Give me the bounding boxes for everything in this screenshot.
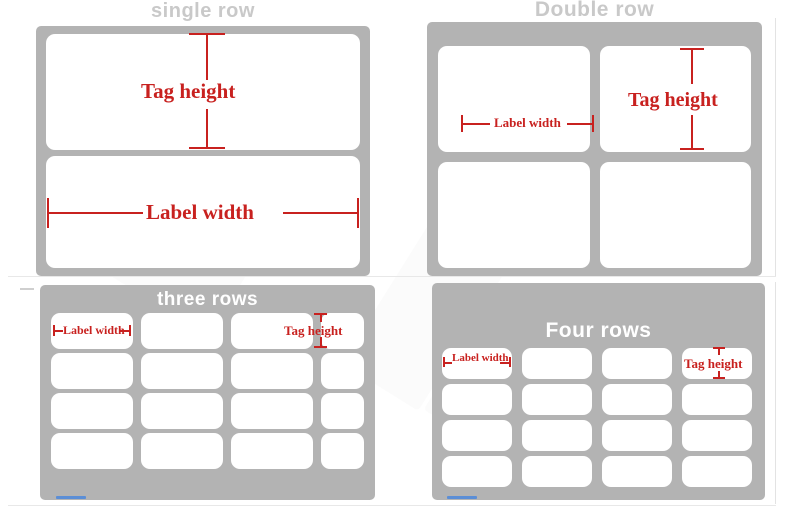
label-cell[interactable]	[682, 456, 752, 487]
tag-height-label: Tag height	[628, 89, 718, 111]
tag-height-lower-line	[206, 109, 208, 148]
label-cell[interactable]	[442, 384, 512, 415]
panel-title-three-rows: three rows	[156, 289, 259, 310]
label-width-right-cap	[357, 198, 359, 228]
label-width-left-line	[54, 330, 63, 332]
tag-height-upper-line	[206, 35, 208, 80]
label-cell[interactable]	[438, 162, 590, 268]
panel-four-rows: Four rows Label width Tag height	[432, 283, 765, 500]
tag-height-upper-line	[320, 313, 322, 322]
tag-height-label: Tag height	[684, 356, 743, 371]
label-cell[interactable]	[51, 433, 133, 469]
label-cell[interactable]	[600, 46, 751, 152]
label-cell[interactable]	[141, 353, 223, 389]
label-width-right-line	[500, 362, 510, 364]
label-width-right-cap	[509, 357, 511, 367]
page-edge-line	[775, 282, 776, 504]
label-cell[interactable]	[141, 433, 223, 469]
tag-height-upper-line	[718, 347, 720, 355]
label-cell[interactable]	[682, 348, 752, 379]
label-cell[interactable]	[442, 348, 512, 379]
label-cell[interactable]	[522, 420, 592, 451]
page-edge-line	[775, 18, 776, 276]
label-cell[interactable]	[141, 313, 223, 349]
label-cell[interactable]	[682, 420, 752, 451]
label-cell[interactable]	[442, 456, 512, 487]
label-cell[interactable]	[602, 456, 672, 487]
label-width-right-line	[283, 212, 358, 214]
label-width-left-line	[444, 362, 452, 364]
label-width-label: Label width	[452, 352, 509, 364]
label-cell[interactable]	[231, 433, 313, 469]
label-width-label: Label width	[494, 115, 561, 130]
label-cell[interactable]	[231, 393, 313, 429]
label-cell[interactable]	[231, 353, 313, 389]
label-cell[interactable]	[682, 384, 752, 415]
tag-height-lower-line	[320, 337, 322, 346]
label-cell[interactable]	[51, 393, 133, 429]
progress-indicator	[56, 496, 86, 499]
panel-double-row: Label width Tag height	[427, 22, 762, 276]
label-cell[interactable]	[602, 420, 672, 451]
label-width-label: Label width	[146, 200, 254, 224]
progress-indicator	[447, 496, 477, 499]
tag-height-bottom-cap	[680, 148, 704, 150]
label-width-left-line	[48, 212, 143, 214]
tag-height-bottom-cap	[189, 147, 225, 149]
tag-height-top-cap	[189, 33, 225, 35]
label-cell[interactable]	[602, 384, 672, 415]
panel-single-row: Tag height Label width	[36, 26, 370, 276]
label-cell[interactable]	[51, 353, 133, 389]
panel-three-rows: three rows Label width Tag height	[40, 285, 375, 500]
label-cell[interactable]	[231, 313, 313, 349]
label-cell[interactable]	[522, 456, 592, 487]
label-cell[interactable]	[321, 353, 364, 389]
label-cell[interactable]	[141, 393, 223, 429]
tag-height-lower-line	[691, 115, 693, 149]
label-cell[interactable]	[522, 384, 592, 415]
label-cell[interactable]	[438, 46, 590, 152]
label-width-left-cap	[443, 357, 445, 367]
tag-height-bottom-cap	[713, 377, 725, 379]
panel-title-single-row: single row	[151, 0, 255, 22]
panel-title-double-row: Double row	[534, 0, 655, 21]
label-cell[interactable]	[442, 420, 512, 451]
label-cell[interactable]	[51, 313, 133, 349]
label-cell[interactable]	[46, 34, 360, 150]
label-width-left-line	[462, 123, 490, 125]
label-cell[interactable]	[522, 348, 592, 379]
label-cell[interactable]	[602, 348, 672, 379]
label-cell[interactable]	[321, 313, 364, 349]
label-cell[interactable]	[600, 162, 751, 268]
panel-title-four-rows: Four rows	[545, 319, 652, 342]
page-edge-line	[8, 276, 776, 277]
label-width-right-line	[120, 330, 130, 332]
label-cell[interactable]	[321, 433, 364, 469]
tag-height-label: Tag height	[284, 323, 343, 338]
label-width-label: Label width	[63, 323, 125, 337]
page-edge-line	[8, 505, 776, 506]
page-margin-dash	[20, 288, 34, 290]
tag-height-bottom-cap	[314, 346, 327, 348]
tag-height-upper-line	[691, 49, 693, 84]
tag-height-lower-line	[718, 371, 720, 378]
label-width-right-cap	[129, 325, 131, 336]
tag-height-label: Tag height	[141, 79, 236, 103]
label-width-left-cap	[53, 325, 55, 336]
label-cell[interactable]	[321, 393, 364, 429]
label-width-right-cap	[592, 115, 594, 132]
label-width-right-line	[567, 123, 593, 125]
